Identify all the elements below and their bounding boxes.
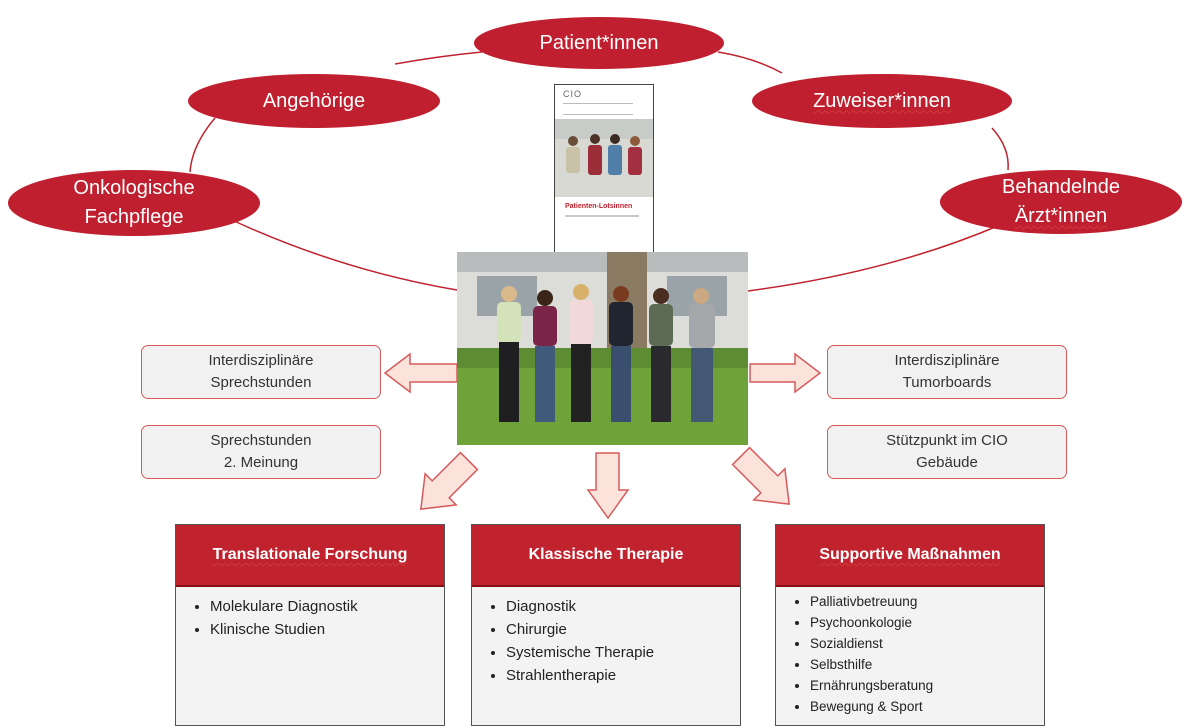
connector-curve	[394, 51, 483, 65]
arrow-down	[586, 452, 630, 520]
list-item: Systemische Therapie	[506, 641, 740, 664]
box-second-opinion: Sprechstunden 2. Meinung	[141, 425, 381, 479]
ellipse-physicians: Behandelnde Ärzt*innen	[940, 170, 1182, 234]
list-item: Diagnostik	[506, 595, 740, 618]
list-item: Molekulare Diagnostik	[210, 595, 444, 618]
box-label: Interdisziplinäre Sprechstunden	[208, 352, 314, 391]
list-item: Strahlentherapie	[506, 664, 740, 687]
list-item: Klinische Studien	[210, 618, 444, 641]
box-tumorboards: Interdisziplinäre Tumorboards	[827, 345, 1067, 399]
box-label: Stützpunkt im CIO Gebäude	[886, 432, 1008, 471]
list-item: Selbsthilfe	[810, 654, 1044, 675]
team-photo	[457, 252, 748, 445]
list-item: Palliativbetreuung	[810, 591, 1044, 612]
ellipse-label: Patient*innen	[539, 31, 659, 54]
column-therapy: Klassische Therapie Diagnostik Chirurgie…	[471, 524, 741, 726]
flyer-subtitle-lines	[563, 103, 633, 115]
arrow-down-right	[731, 446, 791, 506]
arrow-right	[749, 352, 822, 394]
flyer-photo	[555, 119, 653, 197]
column-supportive: Supportive Maßnahmen Palliativbetreuung …	[775, 524, 1045, 726]
ellipse-referrers: Zuweiser*innen	[752, 74, 1012, 128]
list-item: Chirurgie	[506, 618, 740, 641]
column-header: Supportive Maßnahmen	[776, 525, 1044, 587]
column-list: Diagnostik Chirurgie Systemische Therapi…	[472, 595, 740, 687]
list-item: Ernährungsberatung	[810, 675, 1044, 696]
arrow-left	[383, 352, 458, 394]
flyer-image: CIO Patienten-Lotsinnen	[554, 84, 654, 254]
box-base-cio: Stützpunkt im CIO Gebäude	[827, 425, 1067, 479]
ellipse-label: Onkologische Fachpflege	[73, 177, 195, 228]
flyer-title: Patienten-Lotsinnen	[565, 203, 633, 210]
column-list: Molekulare Diagnostik Klinische Studien	[176, 595, 444, 641]
ellipse-patients: Patient*innen	[474, 17, 724, 69]
ellipse-relatives: Angehörige	[188, 74, 440, 128]
flyer-logo: CIO	[563, 89, 583, 99]
connector-curve	[991, 127, 1009, 171]
column-title: Klassische Therapie	[528, 546, 684, 563]
box-interdisciplinary-consultations: Interdisziplinäre Sprechstunden	[141, 345, 381, 399]
column-header: Translationale Forschung	[176, 525, 444, 587]
connector-curve	[717, 51, 783, 74]
column-list: Palliativbetreuung Psychoonkologie Sozia…	[776, 591, 1044, 717]
list-item: Sozialdienst	[810, 633, 1044, 654]
ellipse-label: Behandelnde Ärzt*innen	[1002, 173, 1120, 231]
ellipse-label-line: Behandelnde	[1002, 176, 1120, 198]
list-item: Psychoonkologie	[810, 612, 1044, 633]
connector-curve	[189, 117, 216, 173]
connector-curve	[231, 219, 458, 291]
ellipse-label: Zuweiser*innen	[813, 89, 951, 112]
ellipse-label-line: Ärzt*innen	[1014, 205, 1108, 227]
connector-curve	[747, 224, 1001, 292]
box-label: Interdisziplinäre Tumorboards	[894, 352, 1000, 391]
column-header: Klassische Therapie	[472, 525, 740, 587]
box-label: Sprechstunden 2. Meinung	[210, 432, 312, 471]
ellipse-nursing: Onkologische Fachpflege	[8, 170, 260, 236]
column-title: Supportive Maßnahmen	[819, 546, 1001, 563]
column-research: Translationale Forschung Molekulare Diag…	[175, 524, 445, 726]
list-item: Bewegung & Sport	[810, 696, 1044, 717]
flyer-text-line	[565, 215, 639, 217]
column-title: Translationale Forschung	[212, 546, 408, 563]
arrow-down-left	[419, 451, 479, 511]
ellipse-label: Angehörige	[262, 89, 366, 112]
